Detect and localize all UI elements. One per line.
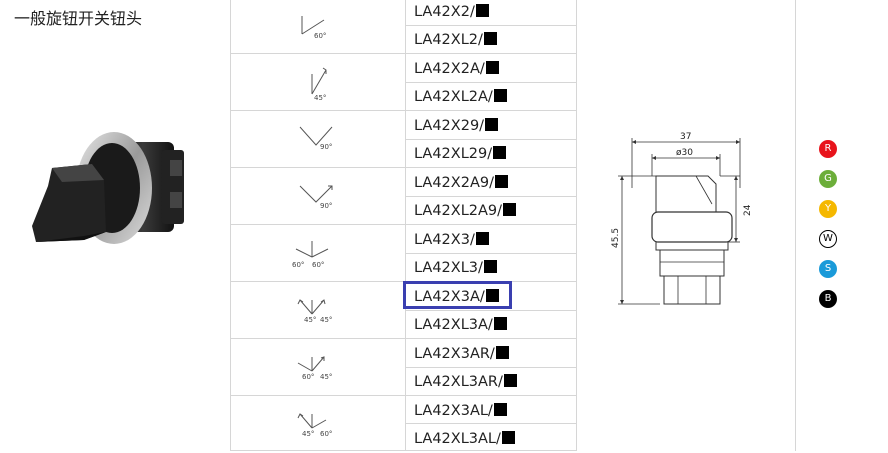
model-number: LA42X29/: [414, 112, 499, 140]
model-number: LA42XL3A/: [414, 311, 507, 339]
model-number-selected: LA42X3A/: [414, 283, 499, 311]
angle-symbol-45-45: 45° 45°: [290, 288, 350, 338]
placeholder-square: [503, 203, 517, 216]
placeholder-square: [494, 175, 508, 188]
placeholder-square: [485, 118, 499, 131]
angle-symbol-60-45: 60° 45°: [290, 345, 350, 395]
angle-label: 60°: [302, 373, 314, 381]
angle-symbol-90: 90°: [290, 117, 350, 167]
angle-label: 45°: [320, 316, 332, 324]
row-divider: [230, 338, 576, 339]
angle-label: 60°: [320, 430, 332, 438]
row-divider: [230, 395, 576, 396]
subrow-divider: [405, 82, 576, 83]
row-divider: [230, 224, 576, 225]
subrow-divider: [405, 310, 576, 311]
angle-label: 90°: [320, 202, 332, 210]
angle-symbol-45: 45°: [290, 60, 350, 110]
placeholder-square: [483, 32, 497, 45]
placeholder-square: [485, 61, 499, 74]
subrow-divider: [405, 25, 576, 26]
model-number: LA42X2/: [414, 0, 489, 26]
model-number: LA42X2A9/: [414, 169, 508, 197]
placeholder-square: [493, 403, 507, 416]
model-number: LA42XL2/: [414, 26, 497, 54]
row-divider: [230, 53, 576, 54]
dimension-diameter: ø30: [676, 148, 693, 158]
color-dot-white: W: [819, 230, 837, 248]
subrow-divider: [405, 367, 576, 368]
placeholder-square: [475, 4, 489, 17]
subrow-divider: [405, 196, 576, 197]
placeholder-square: [493, 317, 507, 330]
placeholder-square: [483, 260, 497, 273]
angle-symbol-90-arrow: 90°: [290, 174, 350, 224]
dimension-width: 37: [680, 132, 691, 142]
placeholder-square: [503, 374, 517, 387]
dimension-drawing: 37 ø30 45.5 24: [600, 128, 770, 318]
angle-symbol-60: 60°: [290, 4, 350, 54]
angle-label: 45°: [314, 94, 326, 102]
angle-symbol-45-60: 45° 60°: [290, 402, 350, 452]
model-number: LA42X3AL/: [414, 397, 507, 425]
angle-label: 60°: [314, 32, 326, 40]
angle-label: 45°: [302, 430, 314, 438]
column-divider: [230, 0, 231, 451]
page-title: 一般旋钮开关钮头: [14, 9, 143, 28]
subrow-divider: [405, 139, 576, 140]
rotary-knob-image: [22, 120, 197, 250]
dimension-head: 24: [743, 204, 753, 216]
placeholder-square: [493, 146, 507, 159]
color-dot-blue: S: [819, 260, 837, 278]
subrow-divider: [405, 423, 576, 424]
model-number: LA42XL3/: [414, 254, 497, 282]
model-number: LA42X3/: [414, 226, 489, 254]
model-number: LA42XL2A9/: [414, 197, 517, 225]
angle-label: 45°: [320, 373, 332, 381]
model-number: LA42XL3AL/: [414, 425, 515, 453]
model-number: LA42X2A/: [414, 55, 499, 83]
column-divider: [795, 0, 796, 451]
model-number: LA42XL2A/: [414, 83, 507, 111]
placeholder-square: [493, 89, 507, 102]
angle-symbol-60-60: 60° 60°: [290, 231, 350, 281]
color-dot-black: B: [819, 290, 837, 308]
selection-highlight[interactable]: [403, 281, 512, 309]
placeholder-square: [495, 346, 509, 359]
color-dot-red: R: [819, 140, 837, 158]
column-divider: [405, 0, 406, 451]
angle-label: 90°: [320, 143, 332, 151]
color-dot-yellow: Y: [819, 200, 837, 218]
model-number: LA42XL3AR/: [414, 368, 517, 396]
placeholder-square: [475, 232, 489, 245]
angle-label: 60°: [312, 261, 324, 269]
placeholder-square: [485, 289, 499, 302]
dimension-height: 45.5: [611, 228, 621, 248]
angle-label: 60°: [292, 261, 304, 269]
color-dot-green: G: [819, 170, 837, 188]
placeholder-square: [501, 431, 515, 444]
column-divider: [576, 0, 577, 451]
model-number: LA42X3AR/: [414, 340, 509, 368]
model-number: LA42XL29/: [414, 140, 507, 168]
subrow-divider: [405, 253, 576, 254]
row-divider: [230, 110, 576, 111]
row-divider: [230, 167, 576, 168]
angle-label: 45°: [304, 316, 316, 324]
